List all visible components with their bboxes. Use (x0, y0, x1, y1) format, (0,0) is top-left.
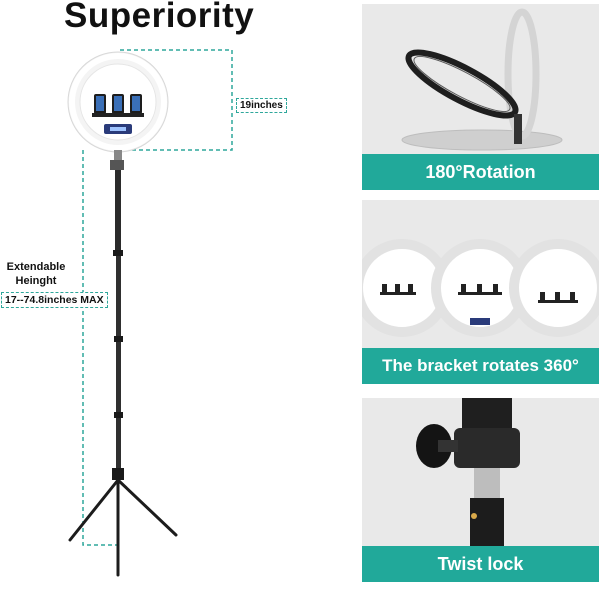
dimension-guides (82, 49, 233, 546)
height-caption: Extendable Heinght (0, 260, 72, 288)
panel-caption-twist-lock: Twist lock (362, 546, 599, 582)
tripod-pole (112, 170, 124, 480)
panel-caption-bracket: The bracket rotates 360° (362, 348, 599, 384)
height-caption-line2: Heinght (15, 275, 57, 287)
bracket-panel: The bracket rotates 360° (362, 200, 599, 384)
ring-light (67, 51, 169, 170)
tripod-legs (68, 478, 178, 577)
twist-lock-panel: Twist lock (362, 398, 599, 582)
rotation-panel: 180°Rotation (362, 4, 599, 190)
page-title: Superiority (64, 0, 255, 35)
ring-light-stand-illustration (67, 49, 233, 577)
bracket-rotation-illustration (362, 239, 599, 337)
rotation-illustration (401, 8, 563, 151)
panel-caption-rotation: 180°Rotation (362, 154, 599, 190)
height-range-label: 17--74.8inches MAX (1, 292, 108, 308)
ring-right (509, 239, 599, 337)
diameter-label: 19inches (236, 98, 287, 113)
ring-center (431, 239, 529, 337)
height-caption-line1: Extendable (6, 261, 66, 273)
twist-lock-illustration (416, 398, 520, 546)
